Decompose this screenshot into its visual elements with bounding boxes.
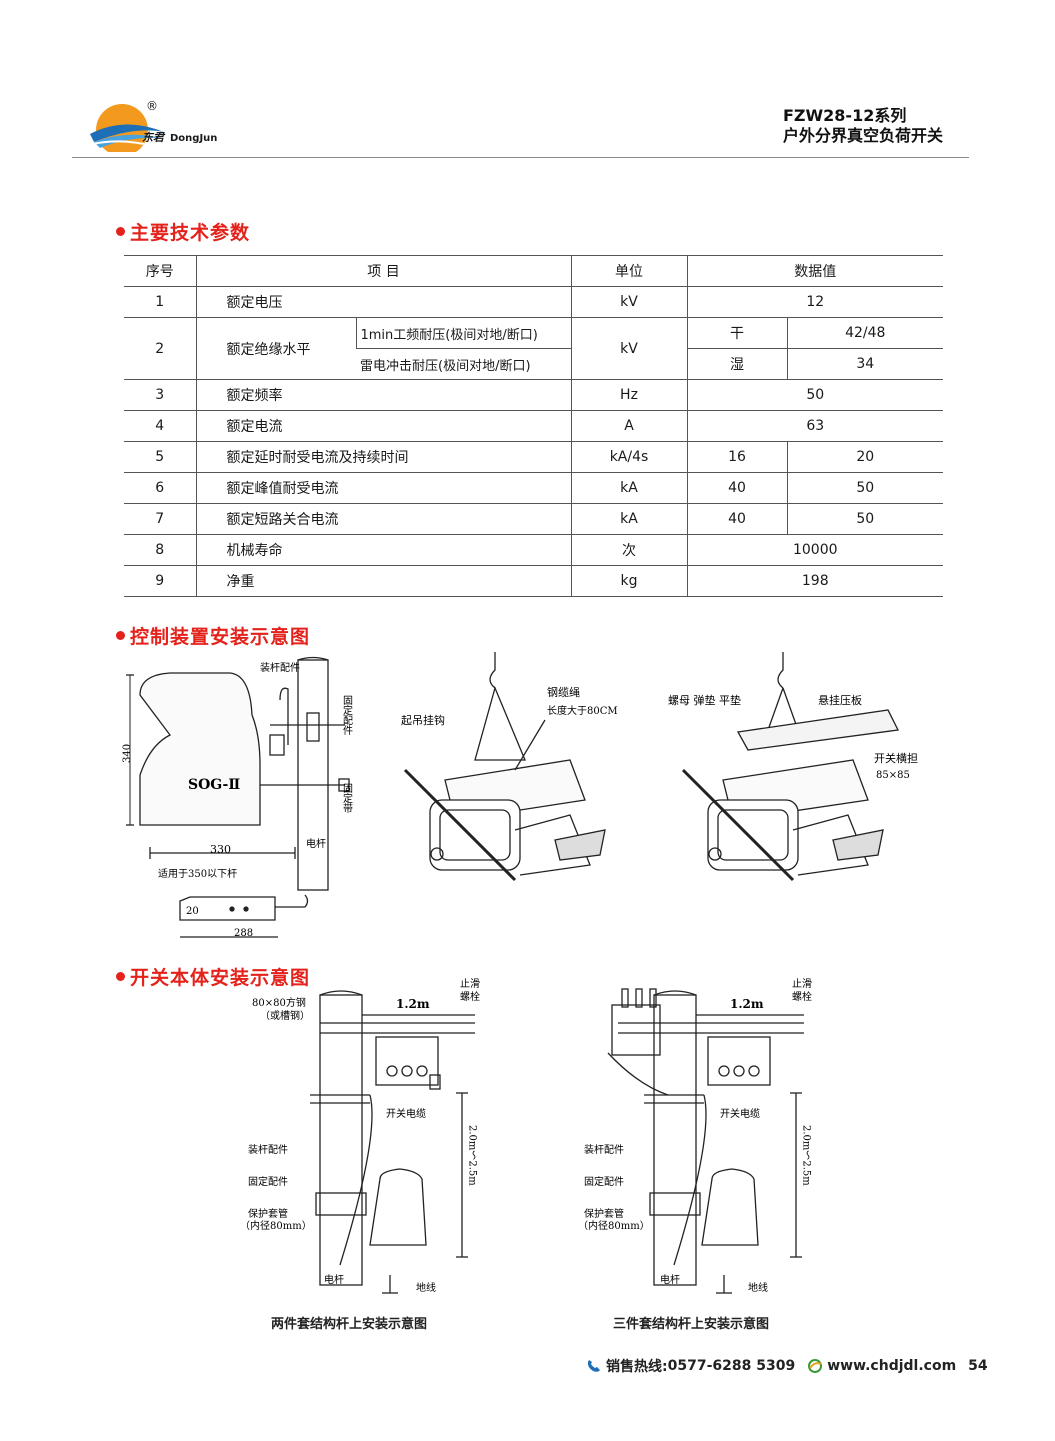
brand-cn: 东君 <box>142 131 166 144</box>
label-fix-fitting: 固定配件 <box>584 1175 624 1188</box>
body-drawing-left: 80×80方钢 （或槽钢） 1.2m 止滑 螺栓 开关电缆 装杆配件 固定配件 … <box>240 978 480 1294</box>
bullet-icon <box>116 972 125 981</box>
hotline-label: 销售热线: <box>606 1359 668 1375</box>
label-ground: 地线 <box>748 1281 768 1294</box>
label-pole: 电杆 <box>306 837 326 850</box>
control-device-drawing: 340 330 SOG-Ⅱ 装杆配件 固定配件 固定带 电杆 适用于350以下杆… <box>122 656 353 939</box>
company-logo: ® 东君 DongJun <box>84 99 217 152</box>
label-crossarm: 开关横担 <box>874 751 918 765</box>
bracket-width: 288 <box>234 928 253 939</box>
bullet-icon <box>116 631 125 640</box>
label-pole-fitting: 装杆配件 <box>584 1143 624 1156</box>
label-plate: 悬挂压板 <box>818 693 862 707</box>
footer: 销售热线: 0577-6288 5309 www.chdjdl.com 54 <box>586 1356 988 1376</box>
brand-en: DongJun <box>170 133 217 144</box>
dim-height: 340 <box>122 744 133 763</box>
label-pipe-dia: （内径80mm） <box>578 1219 650 1232</box>
label-cable: 钢缆绳 <box>547 685 580 699</box>
table-row: 5 额定延时耐受电流及持续时间 kA/4s 16 20 <box>124 441 943 473</box>
table-row: 6 额定峰值耐受电流 kA 40 50 <box>124 472 943 504</box>
table-row: 7 额定短路关合电流 kA 40 50 <box>124 503 943 535</box>
label-height: 2.0m～2.5m <box>801 1125 812 1186</box>
table-row: 4 额定电流 A 63 <box>124 410 943 442</box>
label-anti-slip: 止滑 <box>792 978 812 990</box>
series-title: FZW28-12系列 <box>782 106 907 125</box>
mount-drawing: 螺母 弹垫 平垫 悬挂压板 开关横担 85×85 <box>668 652 918 882</box>
table-row: 8 机械寿命 次 10000 <box>124 534 943 566</box>
label-span: 1.2m <box>730 997 764 1011</box>
label-crossarm-size: 85×85 <box>876 770 910 781</box>
label-pipe-dia: （内径80mm） <box>240 1219 312 1232</box>
website[interactable]: www.chdjdl.com <box>827 1358 957 1374</box>
label-steel: 80×80方钢 <box>252 996 306 1009</box>
header-title: FZW28-12系列 户外分界真空负荷开关 <box>783 106 943 146</box>
section-title-control: 控制装置安装示意图 <box>116 622 310 649</box>
label-switch-cable: 开关电缆 <box>720 1107 760 1120</box>
label-ground: 地线 <box>416 1281 436 1294</box>
label-height: 2.0m～2.5m <box>467 1125 478 1186</box>
globe-icon <box>808 1359 823 1373</box>
product-title: 户外分界真空负荷开关 <box>782 126 943 145</box>
label-protect-pipe: 保护套管 <box>248 1207 288 1220</box>
page-number: 54 <box>968 1358 988 1374</box>
label-span: 1.2m <box>396 997 430 1011</box>
label-steel-alt: （或槽钢） <box>260 1009 310 1022</box>
label-hook: 起吊挂钩 <box>401 713 445 727</box>
phone-icon <box>587 1360 600 1372</box>
box-label: SOG-Ⅱ <box>188 777 240 793</box>
registered-mark: ® <box>146 99 158 113</box>
label-pole: 电杆 <box>660 1273 680 1286</box>
lifting-drawing: 起吊挂钩 钢缆绳 长度大于80CM <box>401 652 618 882</box>
label-switch-cable: 开关电缆 <box>386 1107 426 1120</box>
label-fix-fitting: 固定配件 <box>341 695 353 736</box>
section-title-specs: 主要技术参数 <box>116 218 250 245</box>
body-drawing-right: 1.2m 止滑 螺栓 开关电缆 装杆配件 固定配件 保护套管 （内径80mm） … <box>578 978 812 1294</box>
label-anti-slip: 止滑 <box>460 978 480 990</box>
bracket-height: 20 <box>186 906 199 917</box>
table-row: 雷电冲击耐压(极间对地/断口) 湿 34 <box>124 348 943 380</box>
label-fix-fitting: 固定配件 <box>248 1175 288 1188</box>
label-pole-fitting: 装杆配件 <box>248 1143 288 1156</box>
section-title-body: 开关本体安装示意图 <box>116 963 310 990</box>
label-nut: 螺母 弹垫 平垫 <box>668 693 741 707</box>
label-applicable: 适用于350以下杆 <box>158 868 237 880</box>
table-row: 3 额定频率 Hz 50 <box>124 379 943 411</box>
spec-table: 序号 项 目 单位 数据值 1 额定电压 kV 12 2 额定绝缘水平 1min… <box>124 255 943 597</box>
label-cable-length: 长度大于80CM <box>547 704 618 717</box>
bullet-icon <box>116 227 125 236</box>
label-bolt: 螺栓 <box>460 990 480 1003</box>
caption-right: 三件套结构杆上安装示意图 <box>613 1317 770 1332</box>
hotline-number: 0577-6288 5309 <box>667 1358 796 1374</box>
table-row: 2 额定绝缘水平 1min工频耐压(极间对地/断口) kV 干 42/48 <box>124 317 943 380</box>
label-bolt: 螺栓 <box>792 990 812 1003</box>
label-fix-strap: 固定带 <box>341 783 353 814</box>
caption-left: 两件套结构杆上安装示意图 <box>271 1317 428 1332</box>
table-row: 1 额定电压 kV 12 <box>124 286 943 318</box>
table-header-row: 序号 项 目 单位 数据值 <box>124 255 943 287</box>
label-protect-pipe: 保护套管 <box>584 1207 624 1220</box>
header-rule <box>72 157 969 158</box>
label-pole-fitting: 装杆配件 <box>260 661 300 674</box>
dim-width: 330 <box>210 843 231 856</box>
label-pole: 电杆 <box>324 1273 344 1286</box>
table-row: 9 净重 kg 198 <box>124 565 943 597</box>
